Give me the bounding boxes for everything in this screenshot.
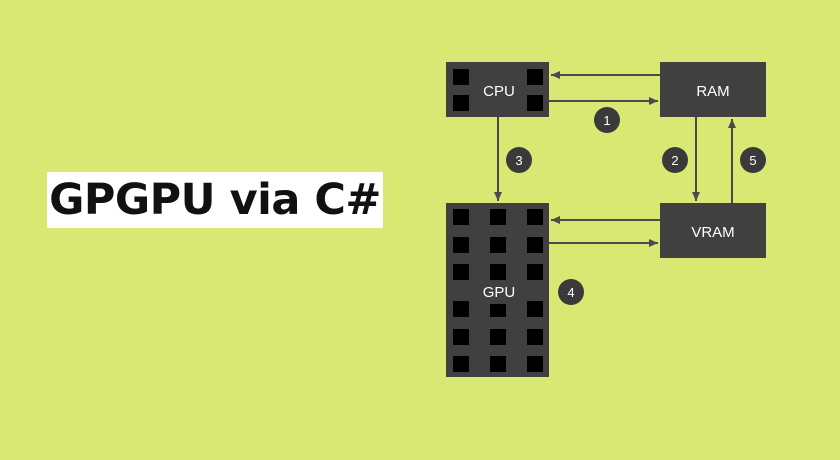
- gpu-core: [453, 209, 469, 225]
- gpu-core: [527, 329, 543, 345]
- cpu-node: CPU: [446, 62, 549, 117]
- step-badge-3: 3: [506, 147, 532, 173]
- gpu-core: [490, 329, 506, 345]
- page-title: GPGPU via C#: [49, 175, 381, 225]
- gpu-label: GPU: [483, 284, 516, 301]
- step-badge-2: 2: [662, 147, 688, 173]
- cpu-core: [453, 95, 469, 111]
- step-number: 1: [603, 113, 610, 128]
- gpu-core: [527, 209, 543, 225]
- step-number: 4: [567, 285, 574, 300]
- gpu-core: [490, 301, 506, 317]
- vram-label: VRAM: [691, 224, 734, 241]
- gpu-core: [527, 356, 543, 372]
- gpu-core: [527, 237, 543, 253]
- gpu-core: [527, 264, 543, 280]
- gpu-node: GPU: [446, 203, 549, 377]
- gpu-core: [490, 356, 506, 372]
- cpu-label: CPU: [483, 83, 515, 100]
- step-badge-1: 1: [594, 107, 620, 133]
- gpu-core: [527, 301, 543, 317]
- step-number: 2: [671, 153, 678, 168]
- title-banner: GPGPU via C#: [47, 172, 383, 228]
- vram-node: VRAM: [660, 203, 766, 258]
- step-number: 5: [749, 153, 756, 168]
- gpu-core: [453, 301, 469, 317]
- gpu-core: [490, 237, 506, 253]
- cpu-core: [527, 95, 543, 111]
- gpu-core: [490, 264, 506, 280]
- gpu-core: [453, 264, 469, 280]
- ram-label: RAM: [696, 83, 729, 100]
- cpu-core: [453, 69, 469, 85]
- cpu-core: [527, 69, 543, 85]
- gpu-core: [453, 237, 469, 253]
- gpu-core: [490, 209, 506, 225]
- gpu-core: [453, 356, 469, 372]
- ram-node: RAM: [660, 62, 766, 117]
- step-badge-4: 4: [558, 279, 584, 305]
- step-badge-5: 5: [740, 147, 766, 173]
- step-number: 3: [515, 153, 522, 168]
- gpu-core: [453, 329, 469, 345]
